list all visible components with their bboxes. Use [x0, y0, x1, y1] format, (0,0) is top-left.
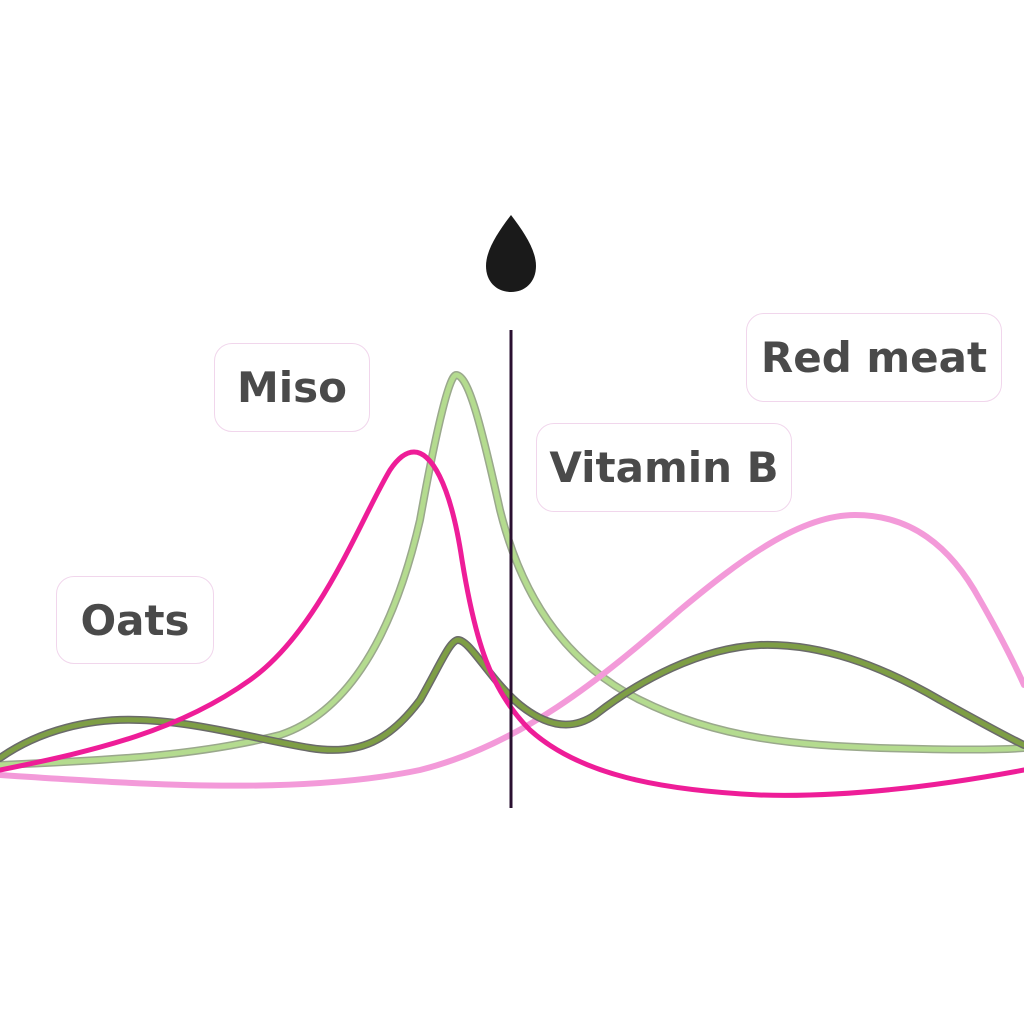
dark-green-curve — [0, 637, 1024, 761]
label-vitamin-b: Vitamin B — [536, 423, 792, 512]
magenta-curve — [0, 449, 1024, 798]
label-miso: Miso — [214, 343, 370, 432]
light-pink-curve — [0, 511, 1024, 789]
light-green-curve — [0, 372, 1024, 768]
water-drop-icon — [486, 215, 536, 292]
label-oats: Oats — [56, 576, 214, 664]
label-red-meat: Red meat — [746, 313, 1002, 402]
